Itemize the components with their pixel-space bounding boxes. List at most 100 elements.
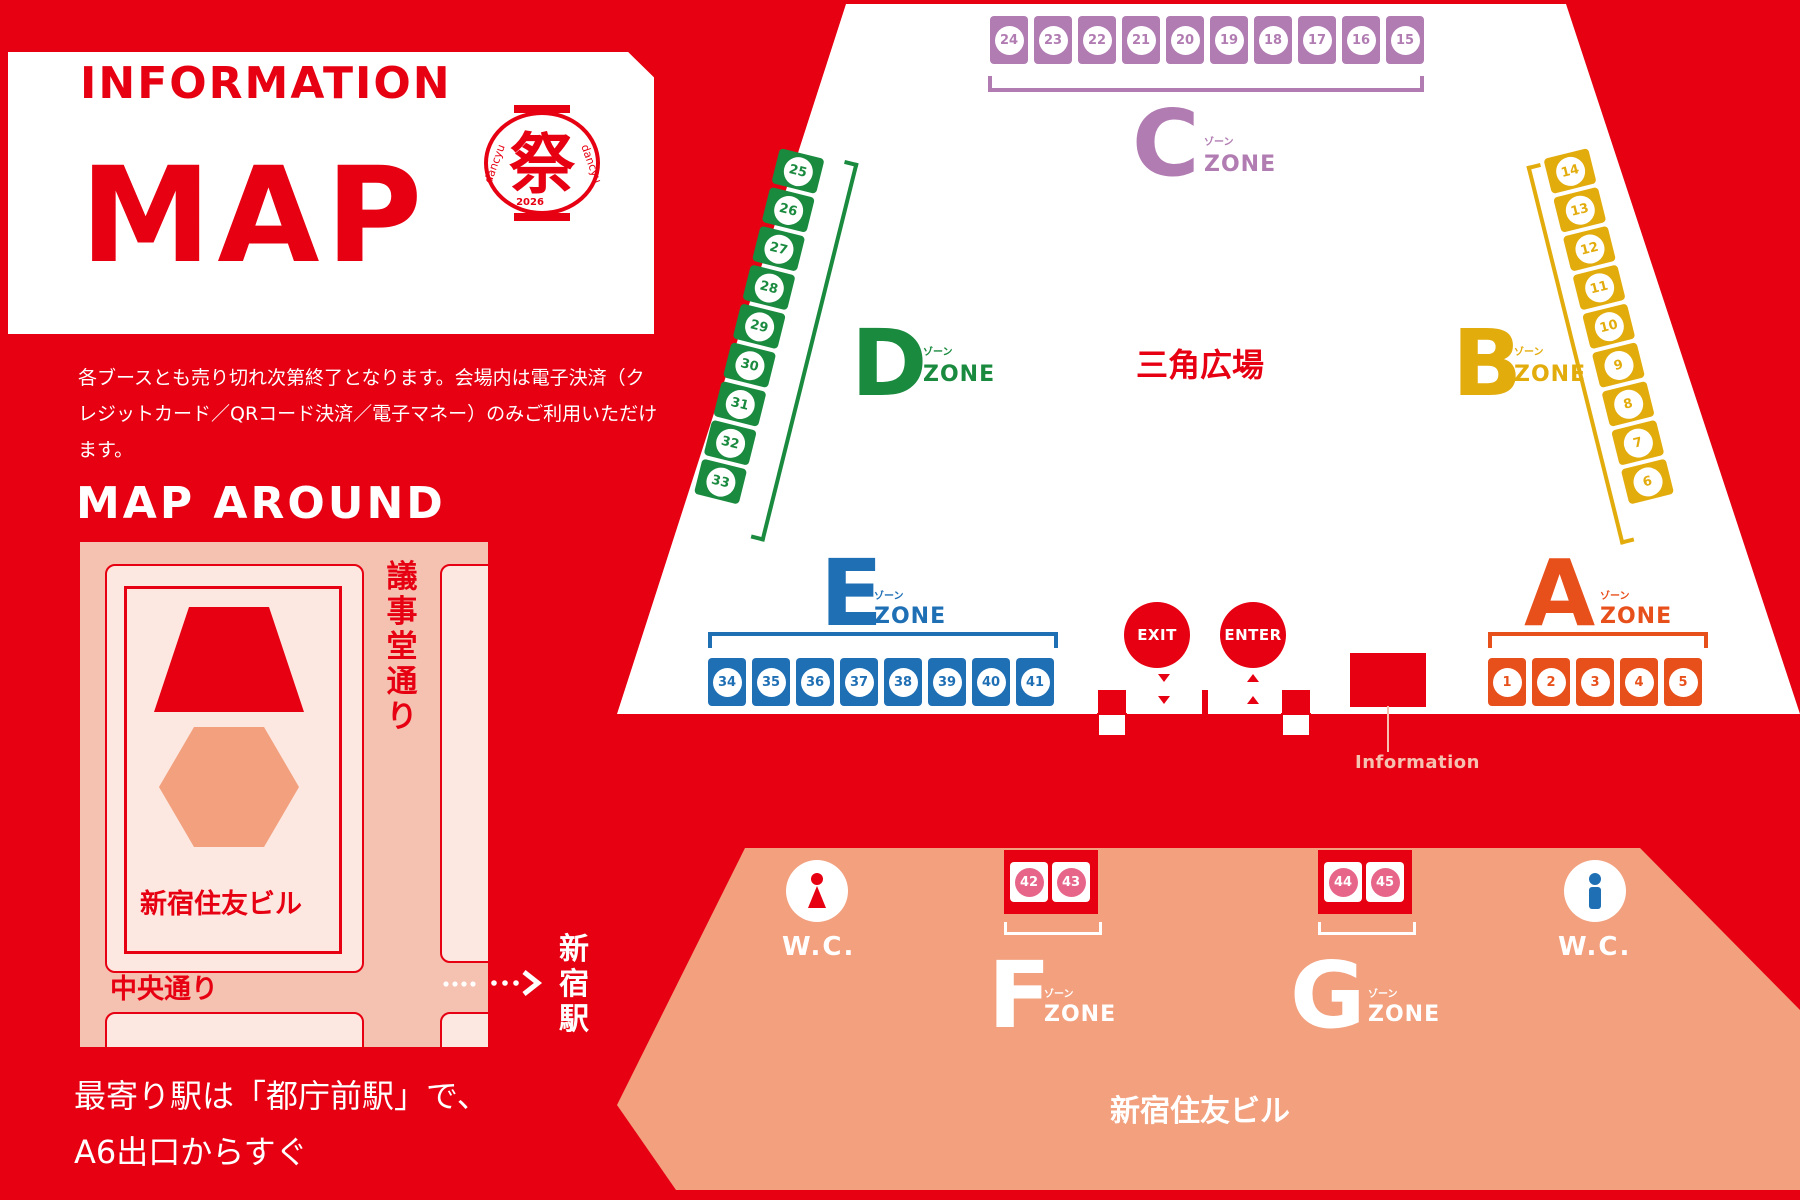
booth-number: 7: [1620, 425, 1656, 461]
information-card: [8, 52, 654, 334]
booth-12: 12: [1562, 225, 1617, 272]
zone-b-kana: ゾーン: [1514, 347, 1544, 358]
booth-9: 9: [1591, 342, 1646, 389]
booth-number: 27: [761, 231, 797, 267]
zone-e-bracket: [708, 632, 1058, 648]
zone-g-booths: 44 45: [1324, 862, 1404, 902]
booth-22: 22: [1078, 16, 1116, 64]
plaza-name: 三角広場: [1135, 346, 1264, 384]
booth-number: 17: [1302, 25, 1332, 55]
zone-d-letter: D: [851, 310, 928, 417]
booth-number: 1: [1492, 667, 1522, 697]
booth-20: 20: [1166, 16, 1204, 64]
booth-34: 34: [708, 658, 746, 706]
booth-number: 37: [844, 667, 874, 697]
wc-right-label: W.C.: [1558, 932, 1632, 962]
information-booth: [1350, 653, 1426, 707]
booth-35: 35: [752, 658, 790, 706]
booth-32: 32: [703, 419, 757, 466]
booth-number: 12: [1571, 231, 1607, 267]
access-line-2: A6出口からすぐ: [74, 1133, 308, 1171]
booth-number: 6: [1629, 463, 1666, 500]
zone-f-word: ZONE: [1044, 1002, 1117, 1027]
booth-30: 30: [722, 342, 777, 389]
zone-a-bracket: [1488, 632, 1708, 648]
bottom-block: [105, 1012, 364, 1047]
booth-4: 4: [1620, 658, 1658, 706]
bottom-right-block: [440, 1012, 488, 1047]
booth-number: 8: [1610, 386, 1646, 422]
zone-b-word: ZONE: [1514, 362, 1587, 387]
plaza-shape: [154, 607, 304, 712]
venue-shapes: [154, 607, 304, 847]
booth-number: 19: [1214, 25, 1244, 55]
booth-number: 2: [1536, 667, 1566, 697]
booth-number: 29: [741, 308, 777, 344]
zone-c-bracket: [988, 76, 1424, 92]
booth-number: 4: [1624, 667, 1654, 697]
booth-24: 24: [990, 16, 1028, 64]
booth-38: 38: [884, 658, 922, 706]
street-chuo: 中央通り: [110, 974, 218, 1005]
booth-number: 9: [1600, 347, 1636, 383]
zone-g-letter: G: [1290, 942, 1366, 1049]
booth-number: 36: [800, 667, 830, 697]
zone-c-kana: ゾーン: [1204, 137, 1234, 148]
building-shape: [159, 727, 299, 847]
booth-number: 42: [1014, 867, 1044, 897]
access-line-1: 最寄り駅は「都庁前駅」で、: [74, 1077, 489, 1115]
booth-number: 41: [1020, 667, 1050, 697]
booth-2: 2: [1532, 658, 1570, 706]
booth-number: 13: [1562, 192, 1598, 228]
wc-left-circle: [786, 860, 848, 922]
booth-number: 34: [712, 667, 742, 697]
booth-10: 10: [1582, 303, 1636, 350]
booth-number: 15: [1390, 25, 1420, 55]
booth-number: 45: [1370, 867, 1400, 897]
information-pointer: [1387, 706, 1389, 752]
women-restroom-icon: [808, 873, 826, 908]
booth-29: 29: [732, 303, 786, 350]
zone-d-kana: ゾーン: [923, 347, 953, 358]
booth-26: 26: [761, 186, 815, 233]
zone-g-bracket: [1318, 922, 1416, 935]
wc-left-label: W.C.: [782, 932, 856, 962]
zone-g-kana: ゾーン: [1368, 989, 1398, 1000]
entrance-gate: [1097, 674, 1311, 737]
enter-sign: ENTER: [1220, 602, 1286, 668]
booth-number: 24: [994, 25, 1024, 55]
lower-hall-label: 新宿住友ビル: [1110, 1094, 1290, 1129]
men-restroom-icon: [1589, 873, 1601, 909]
zone-e-kana: ゾーン: [874, 591, 904, 602]
booth-18: 18: [1254, 16, 1292, 64]
logo-year: 2026: [516, 197, 544, 208]
zone-a-kana: ゾーン: [1600, 591, 1630, 602]
booth-number: 16: [1346, 25, 1376, 55]
shinjuku-station-label: 新宿駅: [559, 932, 589, 1037]
zone-e-word: ZONE: [874, 604, 947, 629]
booth-number: 33: [702, 463, 739, 500]
street-gijidou: 議事堂通り: [386, 559, 418, 735]
logo-kanji: 祭: [509, 126, 576, 203]
zone-e-letter: E: [820, 540, 883, 647]
dotted-arrow-icon: [443, 981, 476, 987]
access-info: 最寄り駅は「都庁前駅」で、 A6出口からすぐ: [74, 1068, 489, 1180]
booth-number: 35: [756, 667, 786, 697]
booth-number: 26: [770, 192, 806, 228]
booth-number: 28: [751, 269, 787, 306]
booth-17: 17: [1298, 16, 1336, 64]
booth-16: 16: [1342, 16, 1380, 64]
building-label: 新宿住友ビル: [140, 889, 302, 920]
booth-number: 22: [1082, 25, 1112, 55]
zone-f-bracket: [1004, 922, 1102, 935]
title-information: INFORMATION: [80, 58, 452, 109]
booth-27: 27: [751, 225, 806, 272]
booth-39: 39: [928, 658, 966, 706]
booth-44: 44: [1324, 862, 1362, 902]
booth-number: 5: [1668, 667, 1698, 697]
